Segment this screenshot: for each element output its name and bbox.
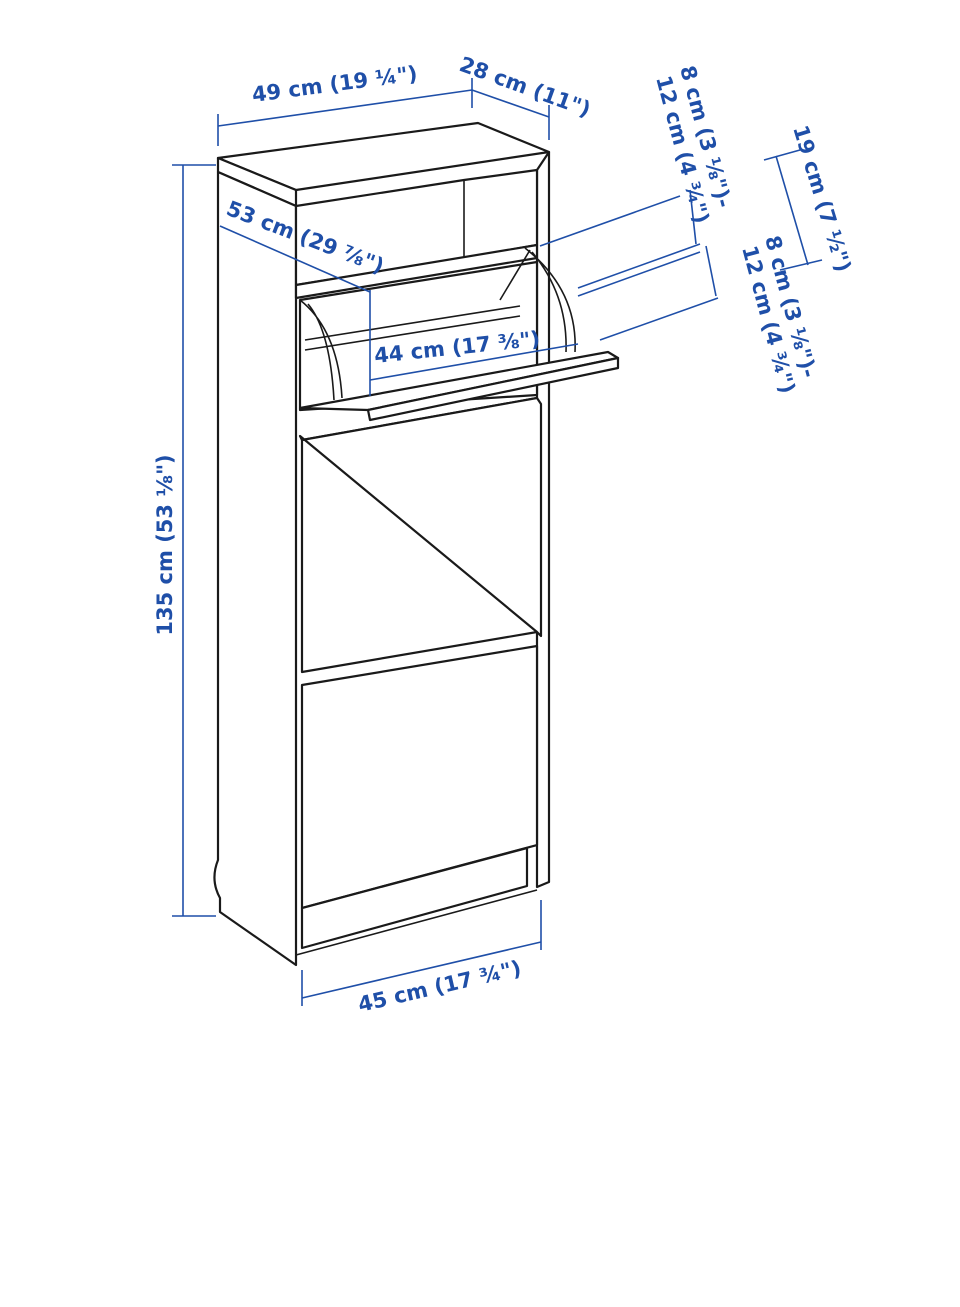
- hinge-mechanism-right: [524, 247, 576, 353]
- cabinet-left-side: [213, 170, 298, 967]
- dim-line-top-width: [217, 89, 473, 127]
- base-line: [295, 889, 538, 956]
- label-compartment: 19 cm (7 ½"): [788, 122, 855, 274]
- dim-line-gap-low: [599, 297, 719, 341]
- dim-line-gap-top: [539, 195, 681, 247]
- dim-line-gap-mid: [577, 243, 701, 289]
- drawer-front-bottom: [300, 644, 539, 910]
- dim-line-bottom-width: [301, 941, 542, 999]
- hinge-arm: [499, 249, 531, 301]
- dim-line-inner-width: [369, 343, 579, 381]
- mechanism-rail-2: [304, 315, 521, 351]
- dim-line-compartment-top: [763, 149, 801, 161]
- label-depth: 28 cm (11"): [456, 52, 593, 122]
- open-flap-door-edge: [366, 356, 620, 422]
- dim-line-compartment-bottom: [779, 259, 823, 271]
- drawer-front-middle-edge: [298, 396, 543, 638]
- dim-line-depth: [471, 89, 550, 118]
- dim-line-compartment: [775, 155, 809, 266]
- label-height: 135 cm (53 ⅛"): [153, 454, 177, 635]
- label-top-width: 49 cm (19 ¼"): [251, 61, 419, 107]
- hinge-mechanism-left: [299, 299, 343, 401]
- open-compartment: [298, 260, 539, 412]
- plinth: [300, 846, 529, 950]
- mechanism-rail-1: [304, 305, 521, 341]
- cabinet-drawing: [213, 121, 620, 967]
- dim-line-diagonal: [219, 225, 371, 293]
- dimension-lines: [172, 78, 823, 1006]
